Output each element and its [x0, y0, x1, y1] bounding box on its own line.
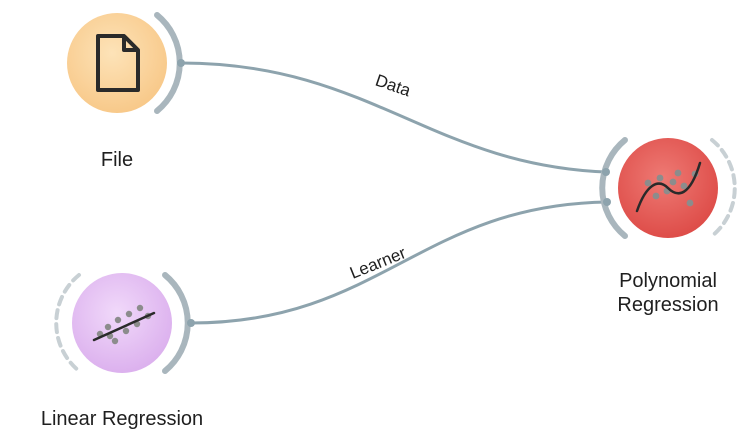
polynomial-regression-label-line2: Regression	[617, 294, 719, 316]
polynomial-regression-node-label: Polynomial Regression	[588, 269, 741, 317]
polynomial-regression-input-anchor[interactable]	[599, 137, 628, 239]
polynomial-regression-data-port[interactable]	[602, 168, 610, 176]
data-link-label: Data	[373, 71, 414, 101]
file-node-circle[interactable]	[67, 13, 167, 113]
polynomial-regression-label-line1: Polynomial	[619, 270, 717, 292]
linear-regression-node-circle[interactable]	[72, 273, 172, 373]
linear-regression-node-label: Linear Regression	[40, 408, 204, 430]
polynomial-regression-learner-port[interactable]	[603, 198, 611, 206]
scatter-line-icon	[92, 304, 156, 345]
learner-link-label: Learner	[347, 243, 409, 283]
learner-link[interactable]	[189, 200, 609, 325]
linear-regression-input-anchor[interactable]	[54, 273, 81, 373]
file-output-port[interactable]	[177, 59, 185, 67]
polynomial-regression-node[interactable]	[599, 137, 737, 239]
linear-regression-output-port[interactable]	[187, 319, 195, 327]
polynomial-regression-output-anchor[interactable]	[710, 138, 737, 238]
file-node-label: File	[100, 149, 134, 171]
document-icon	[96, 34, 140, 92]
file-node[interactable]	[67, 12, 185, 114]
data-link[interactable]	[179, 61, 608, 174]
linear-regression-node[interactable]	[54, 272, 195, 374]
scatter-curve-icon	[635, 161, 702, 213]
